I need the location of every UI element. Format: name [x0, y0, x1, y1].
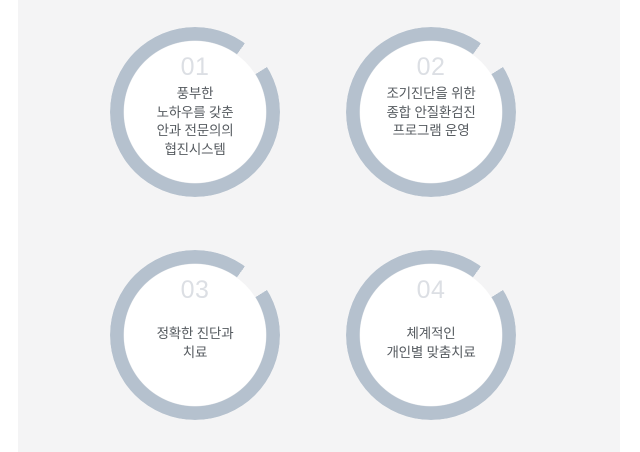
- badge-text: 정확한 진단과 치료: [157, 325, 234, 362]
- badge-item-04[interactable]: 04 체계적인 개인별 맞춤치료: [346, 250, 516, 420]
- badge-text-line: 프로그램 운영: [392, 123, 470, 138]
- badge-content: 02 조기진단을 위한 종합 안질환검진 프로그램 운영: [360, 41, 502, 183]
- badge-content: 03 정확한 진단과 치료: [124, 264, 266, 406]
- badge-number: 04: [416, 276, 446, 304]
- badge-text-line: 협진시스템: [164, 141, 226, 157]
- badge-item-03[interactable]: 03 정확한 진단과 치료: [110, 250, 280, 420]
- badge-text-line: 정확한 진단과: [156, 326, 234, 341]
- badge-text: 풍부한 노하우를 갖춘 안과 전문의의 협진시스템: [157, 85, 234, 159]
- badge-item-02[interactable]: 02 조기진단을 위한 종합 안질환검진 프로그램 운영: [346, 27, 516, 197]
- badge-text-line: 체계적인: [406, 326, 456, 341]
- badge-text-line: 종합 안질환검진: [386, 104, 476, 120]
- badge-text: 조기진단을 위한 종합 안질환검진 프로그램 운영: [386, 85, 475, 141]
- badge-number: 01: [180, 53, 210, 81]
- badge-number: 03: [180, 276, 210, 304]
- badge-number: 02: [416, 53, 446, 81]
- badge-content: 04 체계적인 개인별 맞춤치료: [360, 264, 502, 406]
- badge-text-line: 노하우를 갖춘: [156, 104, 234, 120]
- badge-item-01[interactable]: 01 풍부한 노하우를 갖춘 안과 전문의의 협진시스템: [110, 27, 280, 197]
- badge-text-line: 치료: [182, 344, 208, 360]
- badge-text-line: 조기진단을 위한: [386, 86, 476, 101]
- badge-content: 01 풍부한 노하우를 갖춘 안과 전문의의 협진시스템: [124, 41, 266, 183]
- badge-text: 체계적인 개인별 맞춤치료: [386, 325, 475, 362]
- badge-text-line: 개인별 맞춤치료: [386, 344, 476, 360]
- badge-text-line: 안과 전문의의: [156, 123, 234, 138]
- badge-text-line: 풍부한: [176, 86, 214, 101]
